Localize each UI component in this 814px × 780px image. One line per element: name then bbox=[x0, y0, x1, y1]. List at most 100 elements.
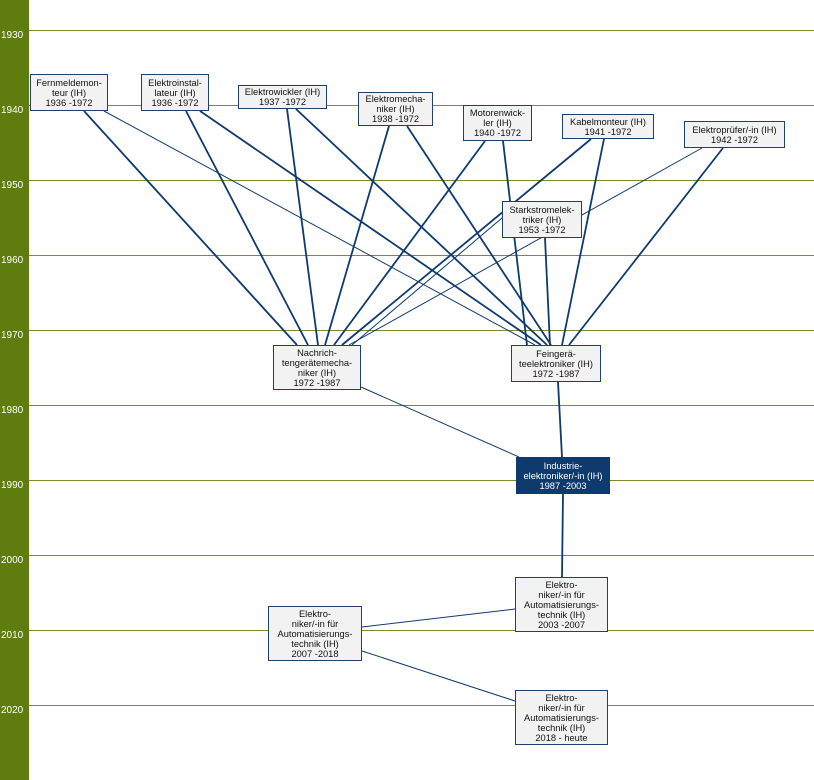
node-label-line: niker/-in für bbox=[538, 589, 585, 600]
node-label-line: 1940 -1972 bbox=[473, 128, 522, 138]
grid-line-1930 bbox=[29, 30, 814, 31]
grid-line-1950 bbox=[29, 180, 814, 181]
grid-line-2010 bbox=[29, 630, 814, 631]
edge-elektromechaniker-to-nachrichtengeraetemechaniker bbox=[324, 125, 390, 346]
node-starkstromelektriker[interactable]: Starkstromelek-triker (IH)1953 -1972 bbox=[502, 201, 582, 238]
node-label-line: triker (IH) bbox=[522, 214, 562, 225]
node-label-line: Elektro- bbox=[545, 692, 578, 703]
node-elektromechaniker[interactable]: Elektromecha-niker (IH)1938 -1972 bbox=[358, 92, 433, 126]
node-label-line: Elektro- bbox=[545, 579, 578, 590]
node-motorenwickler[interactable]: Motorenwick-ler (IH)1940 -1972 bbox=[463, 105, 532, 141]
edge-automatisierung_2003-to-automatisierung_2007 bbox=[361, 608, 516, 628]
year-label-2010: 2010 bbox=[1, 630, 24, 641]
year-label-2000: 2000 bbox=[1, 555, 24, 566]
edge-elektrowickler-to-nachrichtengeraetemechaniker bbox=[286, 108, 319, 346]
node-label-line: niker/-in für bbox=[538, 702, 585, 713]
timeline-axis bbox=[0, 0, 29, 780]
node-elektroinstallateur[interactable]: Elektroinstal-lateur (IH)1936 -1972 bbox=[141, 74, 209, 111]
node-label-line: technik (IH) bbox=[291, 638, 339, 649]
node-label-line: 1941 -1972 bbox=[584, 126, 632, 137]
node-fernmeldemonteur[interactable]: Fernmeldemon-teur (IH)1936 -1972 bbox=[30, 74, 108, 111]
node-label-line: Elektroinstal- bbox=[148, 77, 202, 88]
node-label: Motorenwick-ler (IH)1940 -1972 bbox=[470, 108, 525, 138]
node-label-line: 1936 -1972 bbox=[45, 97, 93, 108]
node-label-line: lateur (IH) bbox=[154, 87, 196, 98]
node-label-line: 1936 -1972 bbox=[151, 97, 199, 108]
node-label: Industrie-elektroniker/-in (IH)1987 -200… bbox=[523, 461, 602, 491]
node-label: Kabelmonteur (IH)1941 -1972 bbox=[570, 117, 646, 137]
node-label-line: elektroniker/-in (IH) bbox=[523, 470, 603, 481]
node-label-line: 1937 -1972 bbox=[258, 97, 307, 107]
edge-starkstromelektriker-to-nachrichtengeraetemechaniker bbox=[351, 217, 503, 346]
node-label-line: 2007 -2018 bbox=[291, 648, 339, 659]
edge-motorenwickler-to-nachrichtengeraetemechaniker bbox=[333, 140, 486, 346]
node-label-line: niker (IH) bbox=[376, 104, 415, 114]
edge-fernmeldemonteur-to-feingeraeteelektroniker bbox=[103, 110, 536, 346]
node-label-line: 1972 -1987 bbox=[532, 368, 580, 379]
grid-line-1990 bbox=[29, 480, 814, 481]
node-label-line: 1938 -1972 bbox=[371, 114, 420, 124]
node-label-line: Elektromecha- bbox=[365, 94, 426, 104]
node-label: Elektromecha-niker (IH)1938 -1972 bbox=[366, 94, 426, 124]
node-label: Elektroinstal-lateur (IH)1936 -1972 bbox=[148, 78, 202, 108]
edge-starkstromelektriker-to-feingeraeteelektroniker bbox=[544, 237, 551, 346]
grid-line-2020 bbox=[29, 705, 814, 706]
node-label-line: Kabelmonteur (IH) bbox=[570, 116, 646, 127]
node-label-line: ler (IH) bbox=[483, 118, 512, 128]
node-label-line: 1987 -2003 bbox=[539, 480, 587, 491]
edge-automatisierung_2007-to-automatisierung_2018 bbox=[361, 650, 516, 702]
year-label-1950: 1950 bbox=[1, 180, 24, 191]
grid-line-1960 bbox=[29, 255, 814, 256]
edge-nachrichtengeraetemechaniker-to-industrieelektroniker bbox=[360, 386, 520, 458]
edge-elektropruefer-to-nachrichtengeraetemechaniker bbox=[348, 147, 703, 346]
node-label-line: Nachrich- bbox=[297, 347, 337, 358]
node-label-line: 1953 -1972 bbox=[518, 224, 566, 235]
node-label-line: Automatisierungs- bbox=[524, 712, 599, 723]
edge-kabelmonteur-to-feingeraeteelektroniker bbox=[561, 138, 605, 346]
node-label-line: 1942 -1972 bbox=[710, 134, 759, 145]
node-industrieelektroniker[interactable]: Industrie-elektroniker/-in (IH)1987 -200… bbox=[516, 457, 610, 494]
year-label-1980: 1980 bbox=[1, 405, 24, 416]
node-label-line: 1972 -1987 bbox=[293, 377, 341, 388]
node-label-line: Industrie- bbox=[543, 460, 583, 471]
node-label-line: tengerätemecha- bbox=[281, 357, 353, 368]
node-kabelmonteur[interactable]: Kabelmonteur (IH)1941 -1972 bbox=[562, 114, 654, 139]
node-label: Elektroprüfer/-in (IH)1942 -1972 bbox=[692, 125, 776, 145]
node-label-line: 2003 -2007 bbox=[537, 619, 586, 630]
edge-elektromechaniker-to-feingeraeteelektroniker bbox=[406, 125, 552, 346]
node-label-line: teur (IH) bbox=[51, 87, 87, 98]
node-label-line: technik (IH) bbox=[537, 722, 586, 733]
node-label-line: Elektro- bbox=[298, 608, 332, 619]
node-feingeraeteelektroniker[interactable]: Feingerä-teelektroniker (IH)1972 -1987 bbox=[511, 345, 601, 382]
node-elektrowickler[interactable]: Elektrowickler (IH)1937 -1972 bbox=[238, 85, 327, 109]
year-label-1940: 1940 bbox=[1, 105, 24, 116]
node-nachrichtengeraetemechaniker[interactable]: Nachrich-tengerätemecha-niker (IH)1972 -… bbox=[273, 345, 361, 390]
year-label-1960: 1960 bbox=[1, 255, 24, 266]
node-label-line: Starkstromelek- bbox=[509, 204, 575, 215]
node-label-line: 2018 - heute bbox=[535, 732, 588, 743]
node-label-line: technik (IH) bbox=[537, 609, 586, 620]
node-label-line: Elektrowickler (IH) bbox=[244, 87, 321, 97]
edge-industrieelektroniker-to-automatisierung_2003 bbox=[561, 493, 564, 578]
node-label: Fernmeldemon-teur (IH)1936 -1972 bbox=[36, 78, 102, 108]
node-elektropruefer[interactable]: Elektroprüfer/-in (IH)1942 -1972 bbox=[684, 121, 785, 148]
edge-kabelmonteur-to-nachrichtengeraetemechaniker bbox=[341, 138, 592, 346]
node-label-line: Automatisierungs- bbox=[277, 628, 353, 639]
grid-line-1980 bbox=[29, 405, 814, 406]
year-label-1930: 1930 bbox=[1, 30, 24, 41]
grid-line-2000 bbox=[29, 555, 814, 556]
edge-elektroinstallateur-to-nachrichtengeraetemechaniker bbox=[185, 110, 309, 346]
node-label: Starkstromelek-triker (IH)1953 -1972 bbox=[509, 205, 574, 235]
node-label-line: Feingerä- bbox=[536, 348, 576, 359]
node-label-line: Automatisierungs- bbox=[524, 599, 599, 610]
node-label-line: Motorenwick- bbox=[469, 108, 526, 118]
node-label: Elektrowickler (IH)1937 -1972 bbox=[245, 87, 320, 107]
node-label-line: teelektroniker (IH) bbox=[519, 358, 593, 369]
node-label-line: niker/-in für bbox=[291, 618, 339, 629]
